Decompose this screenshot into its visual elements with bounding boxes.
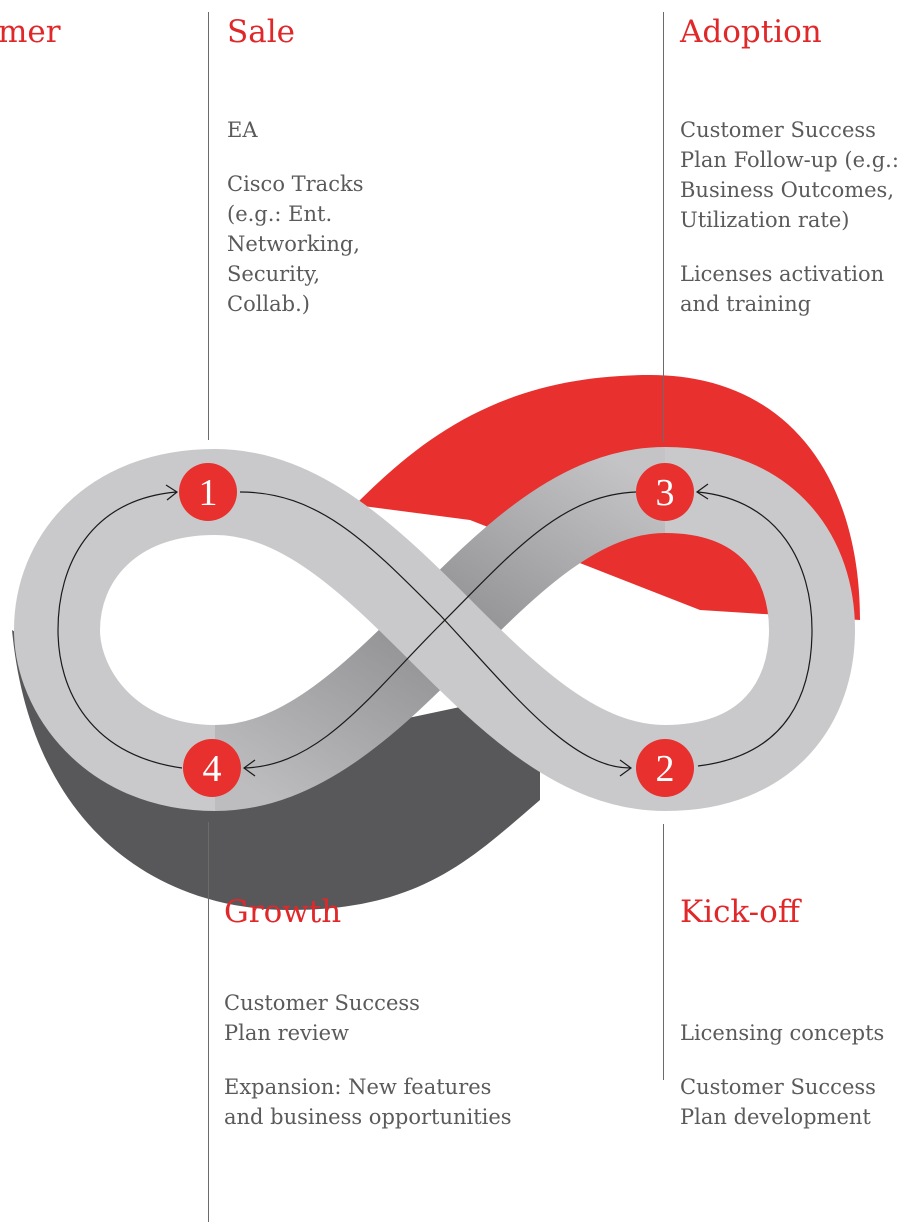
step-1-marker: 1 [179, 463, 237, 521]
partial-heading: mer [0, 14, 61, 50]
step-1-number: 1 [199, 472, 218, 514]
arrow-track-4-to-1 [57, 491, 183, 769]
adoption-item: Customer Success Plan Follow-up (e.g.: B… [680, 118, 899, 232]
adoption-connector-line [663, 12, 664, 442]
step-4-number: 4 [203, 748, 222, 790]
step-3-number: 3 [656, 472, 675, 514]
kickoff-heading: Kick-off [680, 894, 800, 930]
loop-front-strand [213, 449, 667, 811]
arrowhead-to-1 [165, 484, 179, 501]
step-4-marker: 4 [183, 739, 241, 797]
arrow-track-1-to-2 [239, 491, 631, 769]
kickoff-details: Licensing concepts Customer Success Plan… [680, 1018, 912, 1156]
arrowhead-to-2 [619, 759, 633, 777]
step-3-marker: 3 [636, 463, 694, 521]
growth-heading: Growth [224, 894, 342, 930]
kickoff-item: Licensing concepts [680, 1021, 885, 1045]
loop-right [663, 447, 856, 811]
sale-item: EA [227, 118, 258, 142]
growth-connector-line [208, 822, 209, 1222]
kickoff-connector-line [663, 824, 664, 1080]
growth-details: Customer Success Plan review Expansion: … [224, 988, 514, 1156]
step-2-number: 2 [656, 748, 675, 790]
adoption-item: Licenses activation and training [680, 262, 885, 316]
arrow-track-3-to-4 [243, 491, 637, 769]
growth-item: Expansion: New features and business opp… [224, 1075, 512, 1129]
arrow-track-2-to-3 [697, 491, 813, 767]
sale-connector-line [208, 12, 209, 440]
adoption-heading: Adoption [680, 14, 822, 50]
step-2-marker: 2 [636, 739, 694, 797]
loop-left [13, 449, 217, 811]
sale-heading: Sale [227, 14, 295, 50]
sale-details: EA Cisco Tracks (e.g.: Ent. Networking, … [227, 115, 402, 343]
adoption-details: Customer Success Plan Follow-up (e.g.: B… [680, 115, 910, 343]
sale-item: Cisco Tracks (e.g.: Ent. Networking, Sec… [227, 172, 364, 316]
growth-item: Customer Success Plan review [224, 991, 420, 1045]
arrowhead-to-3 [695, 483, 709, 500]
arrowhead-to-4 [242, 759, 256, 777]
kickoff-item: Customer Success Plan development [680, 1075, 876, 1129]
